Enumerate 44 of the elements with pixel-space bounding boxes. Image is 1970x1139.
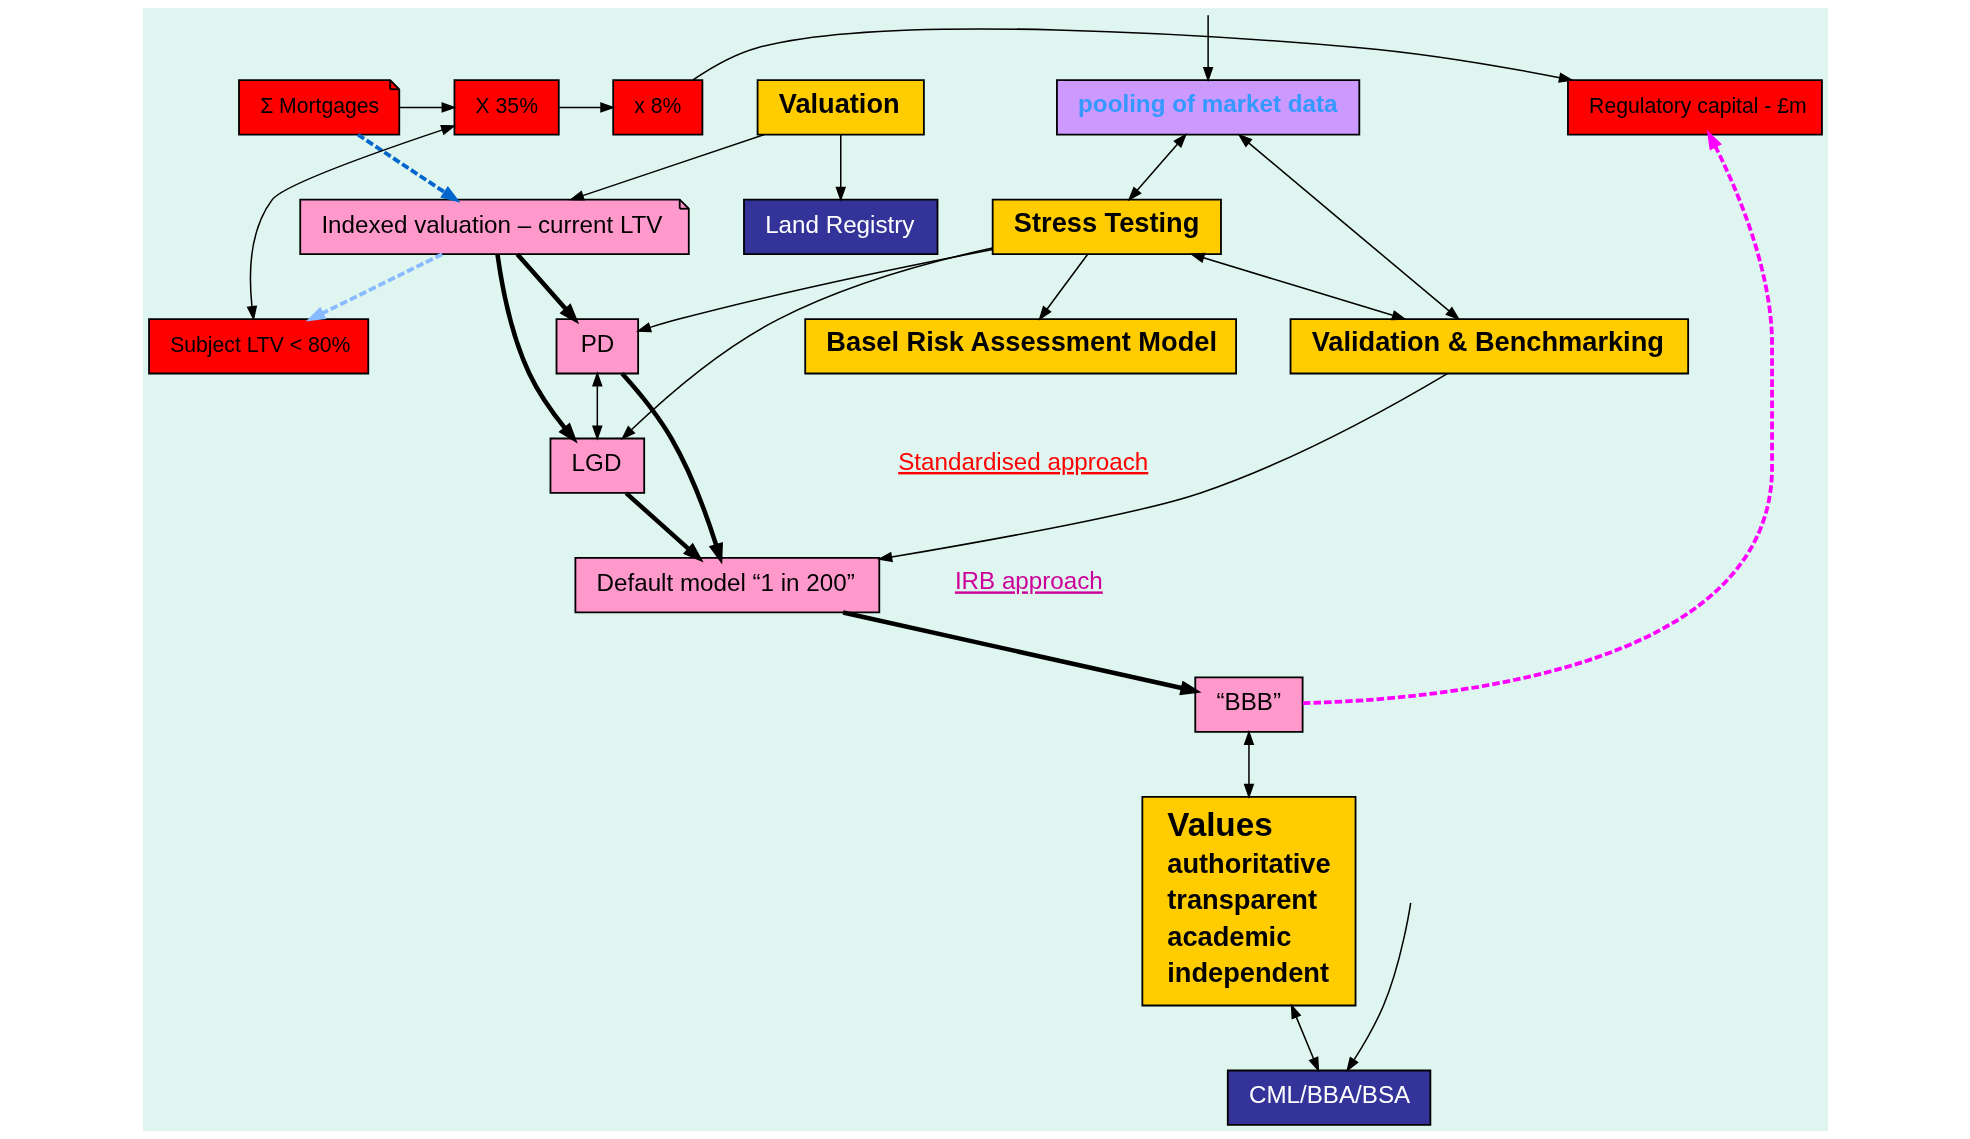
arrow [515, 252, 579, 325]
node-box: Regulatory capital - £m [1566, 79, 1823, 136]
arrow [557, 102, 615, 113]
node-box: Default model “1 in 200” [574, 557, 880, 614]
arrow [691, 28, 1574, 83]
arrow [1037, 253, 1088, 321]
label: IRB approach [954, 567, 1103, 595]
arrow [619, 372, 723, 565]
node-box: Validation & Benchmarking [1289, 318, 1689, 375]
node-box: LGD [549, 437, 645, 494]
arrow [1302, 129, 1774, 705]
arrow [398, 102, 457, 113]
label: Standardised approach [897, 447, 1148, 475]
arrow [1243, 729, 1254, 799]
node-box: Land Registry [742, 198, 938, 255]
node-box: pooling of market data [1055, 79, 1360, 136]
node-box: Stress Testing [991, 198, 1222, 255]
arrow [591, 371, 603, 441]
arrow [1237, 133, 1460, 321]
node-box: PD [555, 318, 639, 375]
arrow [1345, 902, 1411, 1073]
arrow [1202, 14, 1213, 83]
arrow [246, 125, 456, 322]
arrow [1189, 252, 1407, 321]
arrow [494, 254, 578, 444]
arrow [620, 247, 993, 440]
arrow [624, 491, 704, 563]
arrow [1290, 1003, 1319, 1073]
node-box: X 35% [453, 79, 560, 136]
arrow [834, 134, 846, 202]
arrow [305, 252, 443, 322]
arrow [356, 133, 460, 203]
arrow [1127, 133, 1187, 202]
node-box: Subject LTV < 80% [147, 318, 369, 375]
node-box: CML/BBA/BSA [1226, 1069, 1431, 1126]
node-box: Basel Risk Assessment Model [803, 318, 1237, 375]
arrow [568, 134, 765, 201]
node-box: Valuation [756, 79, 925, 136]
node-box: “BBB” [1193, 676, 1304, 733]
arrow [842, 610, 1202, 696]
arrow [635, 248, 993, 333]
node-box: Values authoritative transparent academic independent [1140, 795, 1356, 1007]
node-box: x 8% [611, 79, 703, 136]
arrow [876, 372, 1448, 563]
